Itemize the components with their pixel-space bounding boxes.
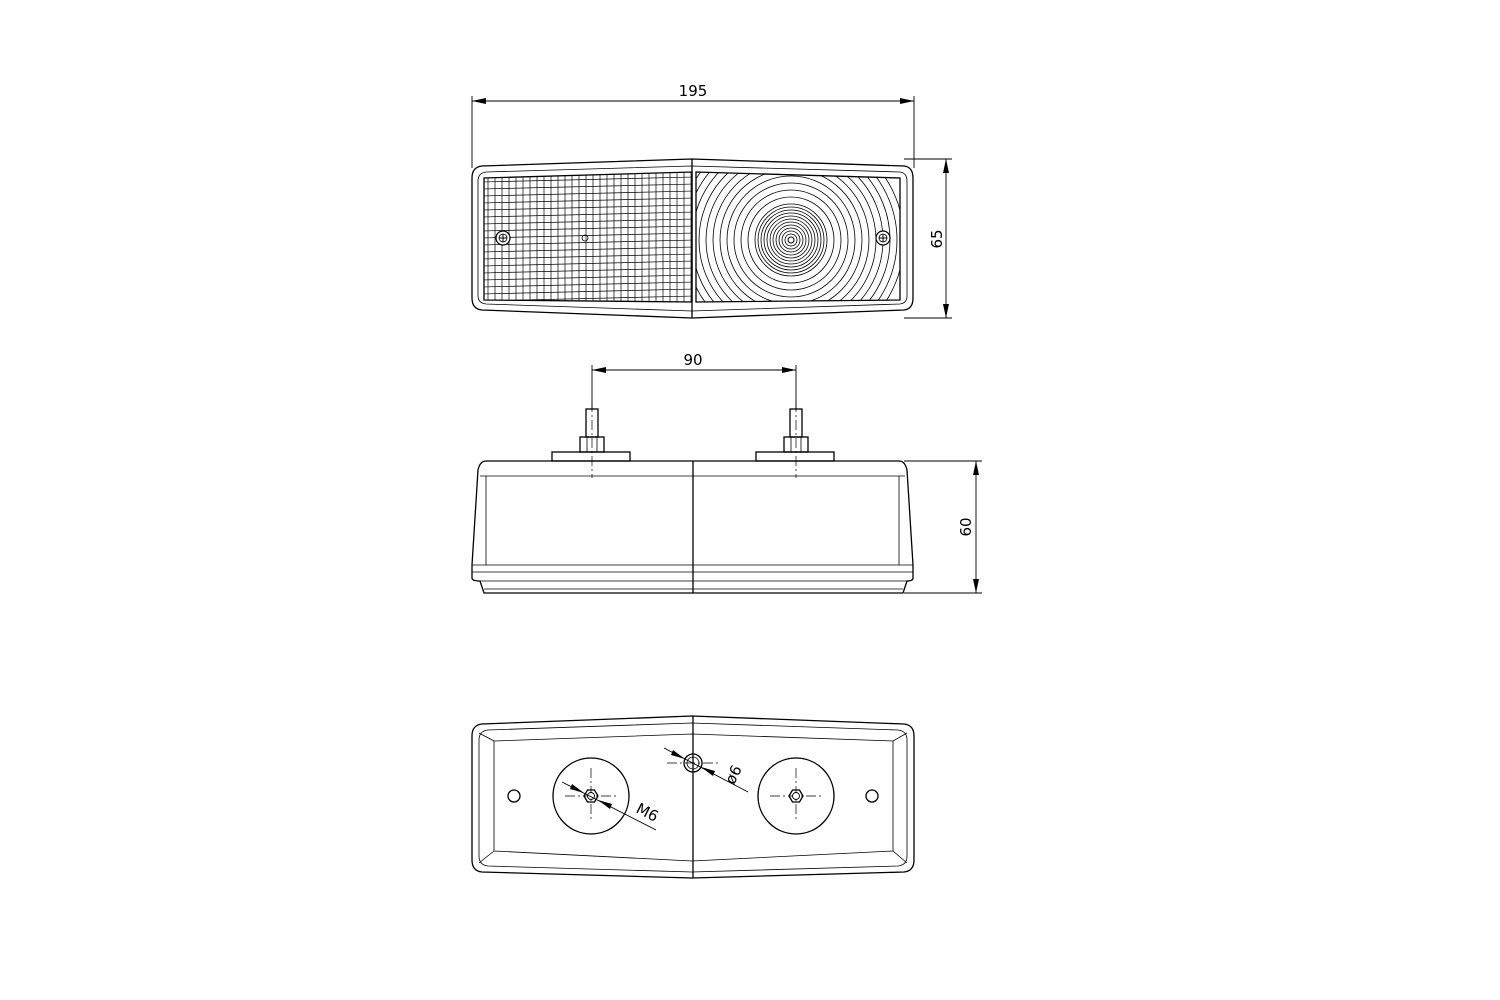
dimension-hole-diameter: ø6	[663, 747, 749, 793]
boss-right	[757, 757, 835, 835]
screw-icon	[495, 230, 511, 246]
back-housing-outline	[471, 715, 915, 879]
mount-hole-left	[507, 789, 521, 803]
stud-left	[551, 408, 631, 462]
dimension-front-height: 65	[904, 158, 952, 319]
mount-hole-right	[865, 789, 879, 803]
dimension-side-height: 60	[904, 460, 982, 594]
screw-icon	[875, 230, 891, 246]
housing-outline	[471, 158, 914, 319]
boss-left	[552, 757, 630, 835]
side-view: 90 60	[471, 351, 982, 594]
label-stud-spacing: 90	[683, 351, 702, 369]
front-view: 195 65	[471, 82, 952, 319]
left-lens-grid	[483, 171, 693, 303]
label-stud-thread: M6	[633, 799, 661, 825]
dimension-overall-width: 195	[471, 82, 915, 168]
label-front-height: 65	[928, 229, 946, 248]
back-view: M6 ø6	[471, 715, 915, 879]
label-overall-width: 195	[679, 82, 708, 100]
dimension-stud-spacing: 90	[591, 351, 797, 410]
stud-right	[755, 408, 835, 462]
label-hole-diameter: ø6	[721, 762, 746, 787]
label-side-height: 60	[957, 517, 975, 536]
side-body-outline	[471, 460, 914, 594]
dimension-stud-thread: M6	[561, 781, 661, 831]
right-lens-concentric	[695, 171, 901, 303]
housing-inner-outline	[477, 165, 908, 312]
